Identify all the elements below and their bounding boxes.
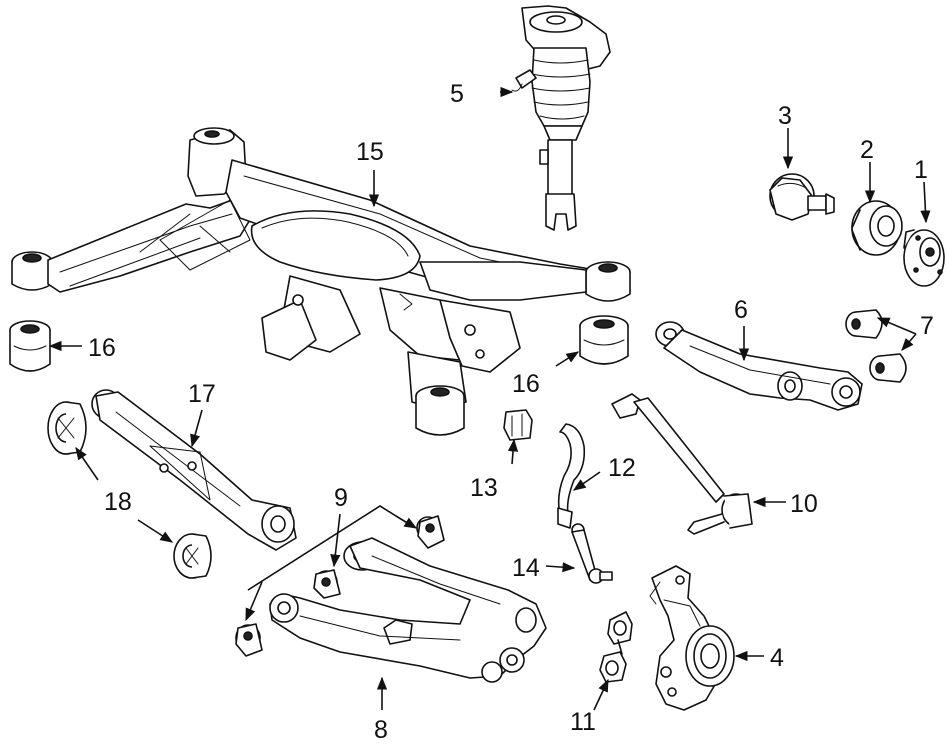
wheel-bearing-part <box>851 200 903 256</box>
lower-arm-bushing-a-part <box>416 515 445 549</box>
callout-16-left: 16 <box>88 334 116 362</box>
leader-9-right <box>395 515 418 529</box>
toe-link-part <box>611 393 753 535</box>
stabilizer-bushing-part <box>503 409 533 441</box>
callout-16-right: 16 <box>512 370 540 398</box>
leader-7a <box>876 317 917 335</box>
air-strut-part <box>511 5 611 231</box>
callout-10: 10 <box>790 490 818 518</box>
lower-arm-bushing-b-part <box>313 569 341 599</box>
leader-9-left <box>245 581 263 622</box>
callout-8: 8 <box>374 716 388 744</box>
leader-11 <box>593 678 609 711</box>
callout-17: 17 <box>188 380 216 408</box>
callout-6: 6 <box>734 296 748 324</box>
lower-arm-bushing-c-part <box>235 623 263 657</box>
wheel-hub-part <box>769 173 835 221</box>
leader-12 <box>572 471 601 491</box>
control-arm-bushing-upper-part <box>845 309 883 339</box>
callout-11: 11 <box>570 708 596 736</box>
leader-18b <box>137 519 174 543</box>
subframe-bushing-left-part <box>9 320 51 372</box>
leader-lines <box>48 86 931 711</box>
lower-control-arm-part <box>269 537 547 683</box>
callout-18: 18 <box>104 488 132 516</box>
end-link-part <box>599 611 633 683</box>
control-arm-bushing-lower-part <box>869 353 907 383</box>
leader-13 <box>507 438 519 465</box>
lateral-arm-bushing-lower-part <box>173 533 212 579</box>
callout-14: 14 <box>512 554 540 582</box>
leader-7b <box>901 333 917 351</box>
callout-4: 4 <box>770 644 784 672</box>
leader-9 <box>330 513 341 568</box>
lateral-arm-part <box>91 389 297 551</box>
callout-15: 15 <box>356 138 384 166</box>
subframe-bushing-right-part <box>579 315 629 365</box>
lateral-arm-bushing-upper-part <box>47 401 87 455</box>
callout-1: 1 <box>914 156 928 184</box>
callout-2: 2 <box>860 136 874 164</box>
callout-3: 3 <box>778 102 792 130</box>
callout-9: 9 <box>334 484 348 512</box>
hub-flange-part <box>903 229 945 287</box>
rear-subframe-part <box>11 127 631 436</box>
callout-12: 12 <box>608 454 636 482</box>
leader-1 <box>920 181 931 224</box>
leader-14 <box>545 562 576 573</box>
callout-13: 13 <box>470 474 498 502</box>
callout-5: 5 <box>450 80 464 108</box>
stabilizer-link-part <box>571 523 613 584</box>
leader-16-right <box>555 351 580 367</box>
leader-17 <box>190 409 203 448</box>
upper-control-arm-part <box>655 321 863 411</box>
knuckle-part <box>649 565 735 711</box>
leader-18a <box>75 446 99 481</box>
callout-7: 7 <box>920 312 934 340</box>
stabilizer-bar-part <box>557 423 586 529</box>
